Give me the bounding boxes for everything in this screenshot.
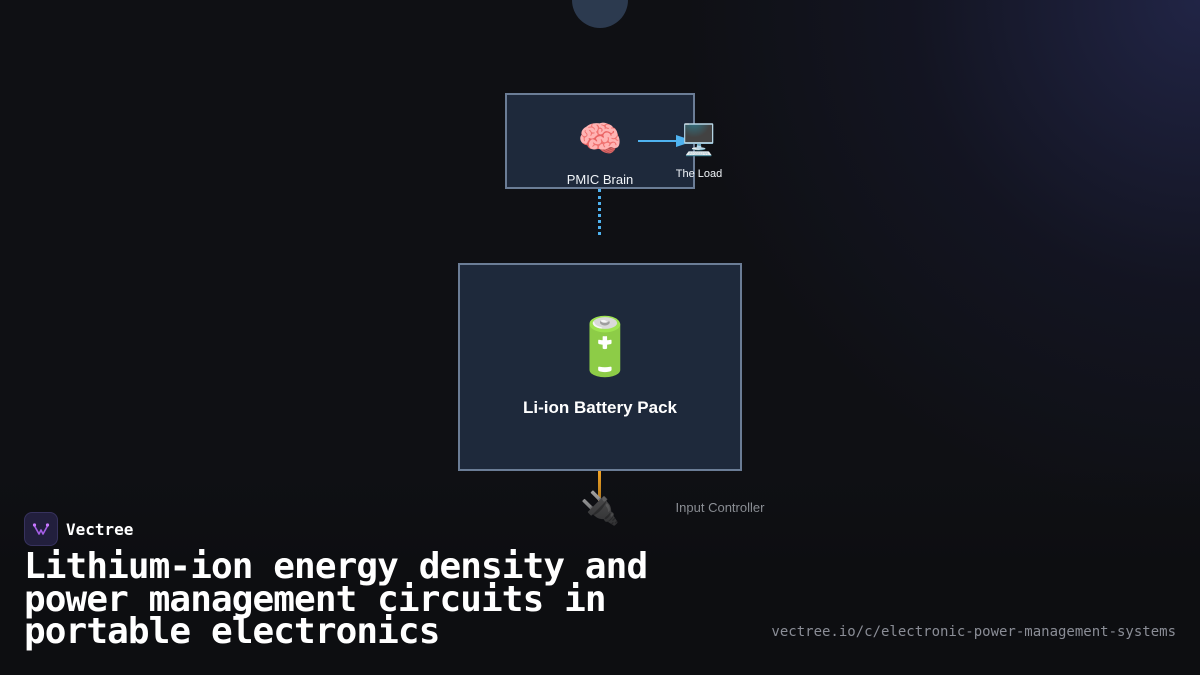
battery-label: Li-ion Battery Pack	[523, 398, 677, 417]
title-line: power management circuits in	[24, 578, 607, 620]
brain-icon: 🧠	[577, 119, 623, 160]
pmic-to-load-arrow	[638, 135, 694, 147]
input-controller-label: Input Controller	[675, 500, 765, 515]
desktop-computer-icon: 🖥️	[680, 123, 718, 158]
battery-node-box	[458, 263, 742, 471]
electric-plug-icon: 🔌	[580, 489, 620, 527]
vectree-logo-icon	[24, 512, 58, 546]
brand-name: Vectree	[66, 519, 134, 539]
brand: Vectree	[24, 512, 133, 546]
source-url: vectree.io/c/electronic-power-management…	[771, 624, 1176, 640]
load-label: The Load	[675, 168, 723, 180]
title-line: portable electronics	[24, 611, 440, 652]
battery-icon: 🔋	[570, 315, 640, 380]
page-title: Lithium-ion energy density and power man…	[24, 546, 724, 652]
pmic-label: PMIC Brain	[566, 172, 634, 187]
pmic-battery-connector	[598, 189, 601, 235]
title-line: Lithium-ion energy density and	[24, 546, 648, 587]
